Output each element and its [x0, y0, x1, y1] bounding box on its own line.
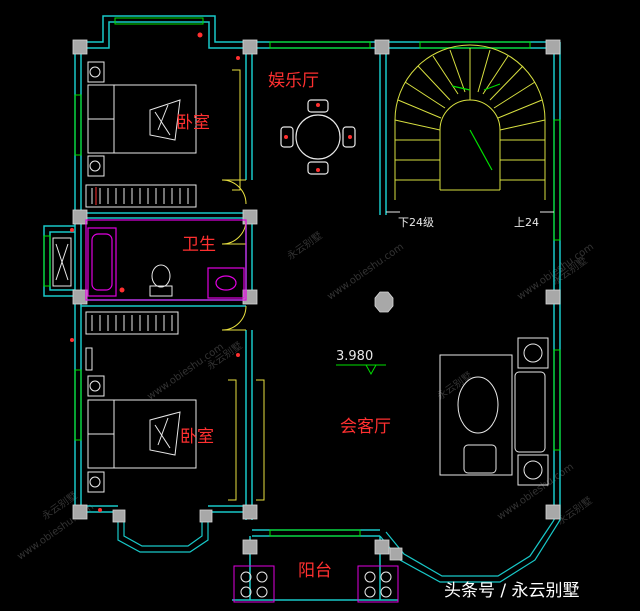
elevation-value: 3.980 [336, 349, 373, 364]
label-bedroom-bottom: 卧室 [180, 427, 214, 447]
stair-arrows [451, 83, 501, 171]
room-labels: 卧室 娱乐厅 卫生 卧室 会客厅 阳台 [176, 71, 391, 581]
bay-windows [117, 512, 561, 583]
electrical-points [70, 32, 240, 512]
toilet-icon [149, 264, 173, 297]
label-balcony: 阳台 [298, 561, 332, 581]
doors [221, 69, 265, 501]
label-bedroom-top: 卧室 [176, 113, 210, 133]
label-bathroom: 卫生 [182, 235, 216, 255]
balcony-planters [233, 565, 399, 603]
watermark-logo: 永云别墅 [284, 229, 324, 263]
ceiling-light-icon [374, 291, 394, 313]
elevation-marker: 3.980 [336, 349, 386, 376]
stair-down-label: 下24级 [398, 216, 434, 229]
chair-knobs [284, 103, 352, 172]
footer-watermark: 头条号 / 永云别墅 [444, 581, 580, 601]
windows [43, 17, 561, 537]
footer-text: 头条号 / 永云别墅 [444, 581, 580, 601]
bath-window-box [52, 237, 72, 287]
round-table [280, 99, 356, 175]
label-entertainment: 娱乐厅 [268, 71, 319, 91]
watermark-url: www.obieshu.com [145, 341, 226, 402]
bed-bottom [85, 311, 197, 493]
stair-labels: 下24级 上24 [398, 216, 539, 229]
spiral-stair [394, 44, 546, 200]
watermark-url: www.obieshu.com [325, 241, 406, 302]
bed-top [85, 61, 197, 208]
stair-up-label: 上24 [514, 216, 539, 229]
bathroom-fixtures [85, 219, 247, 301]
label-living: 会客厅 [340, 417, 391, 437]
sofa-set [439, 337, 549, 486]
